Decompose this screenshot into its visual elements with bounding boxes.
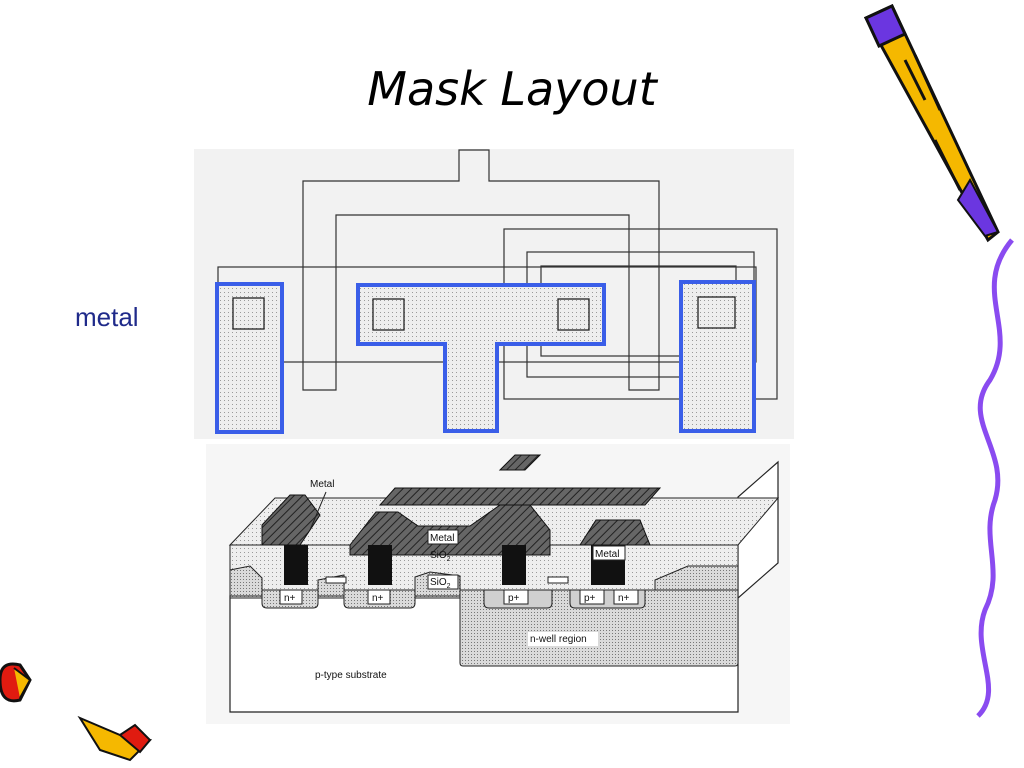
contact-3 xyxy=(557,298,590,331)
metal-route-top xyxy=(378,487,662,506)
crayon-icon xyxy=(0,662,153,762)
label-nplus-left: n+ xyxy=(284,593,296,604)
via-3 xyxy=(502,545,526,585)
label-pplus-right: p+ xyxy=(584,593,596,604)
metal-right xyxy=(679,280,756,433)
label-pplus-left: p+ xyxy=(508,593,520,604)
label-sio2-upper: SiO2 xyxy=(430,550,451,563)
metal-label: metal xyxy=(75,302,139,332)
metal-left-3d xyxy=(261,494,321,546)
nwell-region xyxy=(459,589,739,667)
layout-top-view xyxy=(194,149,794,439)
metal-right-3d xyxy=(579,519,651,546)
label-sio2-lower: SiO2 xyxy=(430,577,451,590)
contact-4 xyxy=(697,296,736,329)
contact-1 xyxy=(232,297,265,330)
metal-center-t xyxy=(356,283,606,433)
label-metal-right: Metal xyxy=(595,549,619,560)
slide-title: Mask Layout xyxy=(367,62,657,116)
label-nwell: n-well region xyxy=(530,634,587,645)
cross-section-view: Metal Metal SiO2 Metal SiO2 n+ n+ p+ p+ … xyxy=(206,444,790,724)
via-1 xyxy=(284,545,308,585)
label-nplus-right: n+ xyxy=(618,593,630,604)
label-metal-top: Metal xyxy=(310,479,334,490)
label-metal-center: Metal xyxy=(430,533,454,544)
metal-layer xyxy=(215,280,756,434)
contacts xyxy=(232,296,736,331)
squiggle-decoration xyxy=(976,238,1014,718)
label-substrate: p-type substrate xyxy=(315,670,387,681)
via-2 xyxy=(368,545,392,585)
contact-2 xyxy=(372,298,405,331)
label-nplus-mid: n+ xyxy=(372,593,384,604)
poly-gate-outline xyxy=(302,149,660,391)
metal-left xyxy=(215,282,284,434)
pencil-icon xyxy=(863,4,1000,243)
